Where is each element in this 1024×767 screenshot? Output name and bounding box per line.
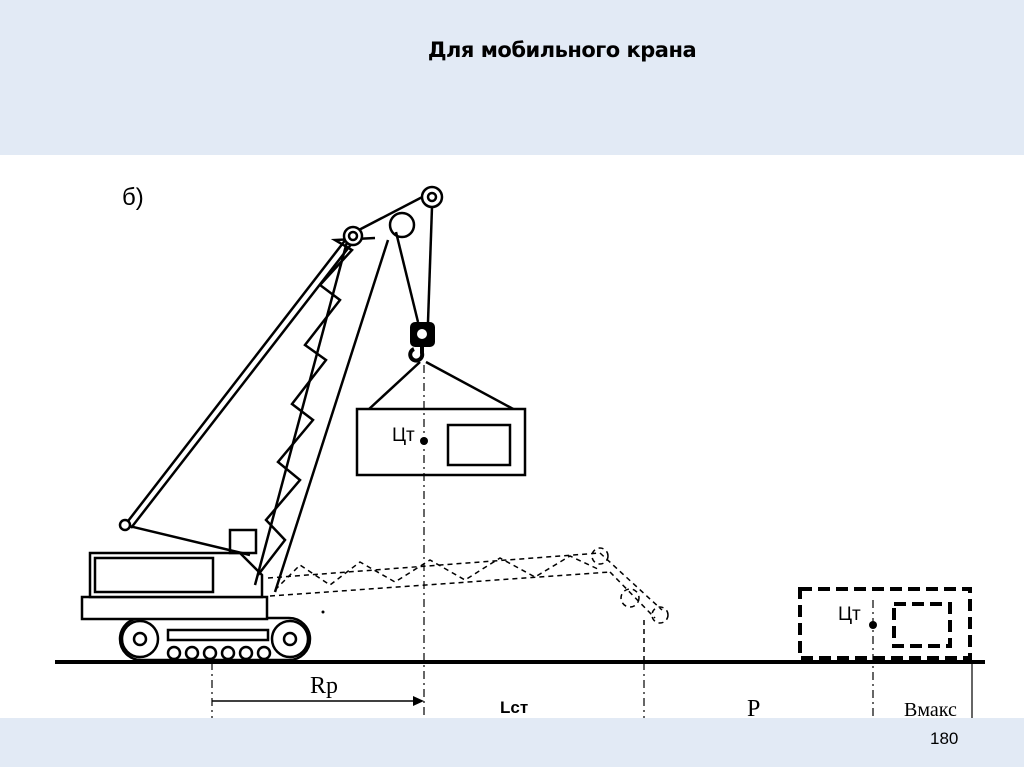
lowered-boom-dashed xyxy=(267,547,669,662)
max-width-label: Вмакс xyxy=(904,699,957,721)
crane-body xyxy=(80,528,269,621)
header-band xyxy=(0,0,1024,155)
boom-length-label: Lст xyxy=(500,698,528,717)
distance-label: P xyxy=(747,696,760,722)
slide-title: Для мобильного крана xyxy=(427,38,697,62)
footer-band xyxy=(0,718,1024,767)
crane-boom xyxy=(118,185,444,593)
crane-tracks xyxy=(118,616,312,662)
load-cg-label: Цт xyxy=(392,425,415,446)
target-position-dashed xyxy=(798,587,972,660)
dimension-lines xyxy=(211,365,874,718)
page-number: 180 xyxy=(930,729,959,748)
hook-icon xyxy=(408,322,435,363)
radius-label: Rp xyxy=(310,673,338,699)
variant-label: б) xyxy=(122,184,144,211)
target-cg-label: Цт xyxy=(838,604,861,625)
load xyxy=(355,360,527,477)
